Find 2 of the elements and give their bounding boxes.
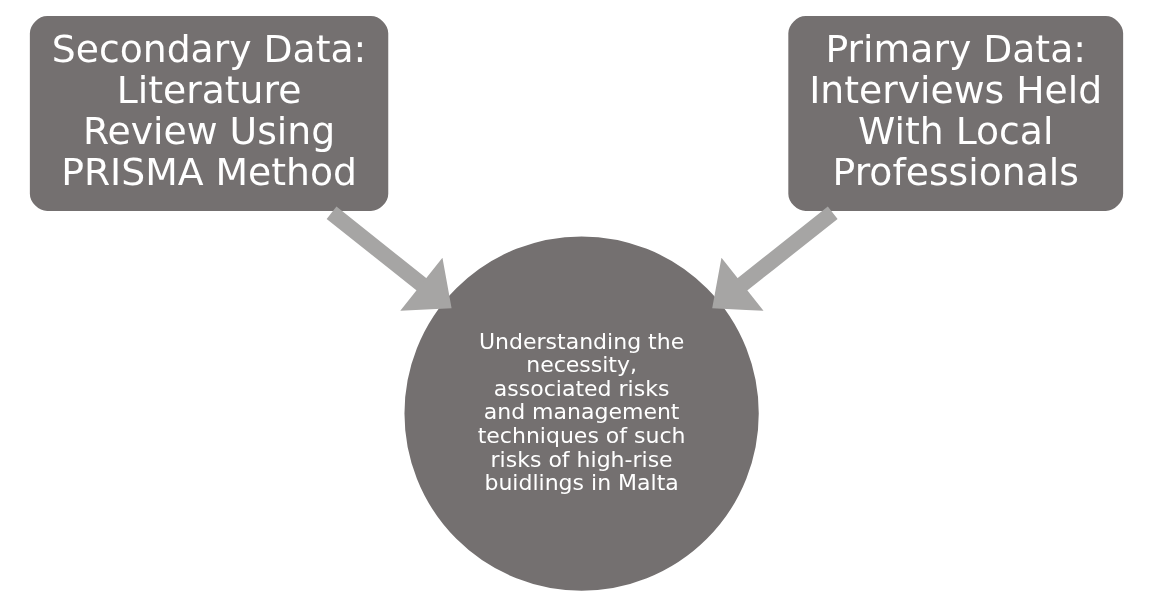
arrow <box>711 206 838 311</box>
arrow <box>326 206 452 311</box>
